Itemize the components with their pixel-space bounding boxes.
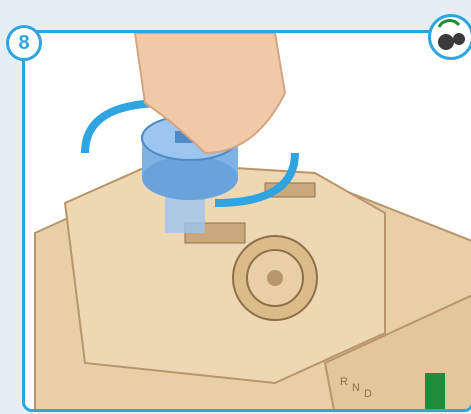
engraved-letter-d: D <box>364 388 372 400</box>
gears-icon <box>428 14 471 60</box>
steering-gear <box>233 236 317 320</box>
blue-knob-bottom <box>142 156 238 200</box>
green-handle <box>425 373 445 412</box>
illustration-frame: R N D <box>22 30 471 412</box>
wooden-console <box>65 163 385 383</box>
assembly-illustration: R N D <box>25 33 471 412</box>
engraved-letter-r: R <box>340 376 348 388</box>
engraved-letter-n: N <box>352 382 360 394</box>
step-number-badge: 8 <box>6 25 42 61</box>
